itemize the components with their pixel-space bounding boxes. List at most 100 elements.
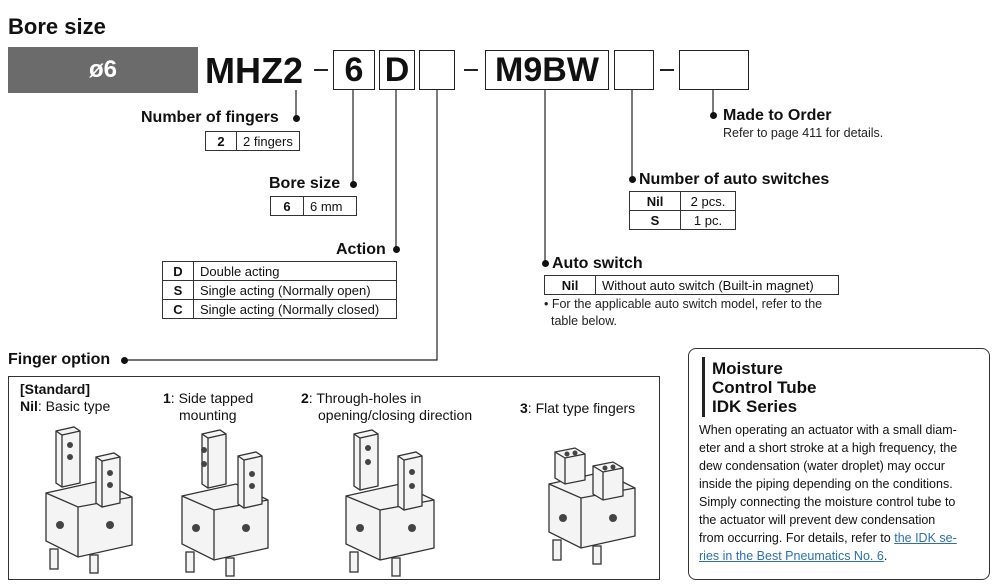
num-switches-code-box: [614, 50, 654, 90]
basic-type-gripper-illustration: [45, 426, 133, 574]
made-to-order-note: Refer to page 411 for details.: [723, 126, 884, 140]
code-cell: Nil: [629, 191, 681, 211]
dash: [660, 69, 674, 71]
through-holes-gripper-illustration: [345, 429, 435, 577]
idk-body-line: Simply connecting the moisture control t…: [699, 495, 956, 509]
option-code: 1: [163, 390, 171, 406]
idk-body-text: from occurring. For details, refer to: [699, 531, 891, 545]
idk-body-line: ries in the Best Pneumatics No. 6.: [699, 547, 981, 565]
code-cell: D: [162, 261, 194, 281]
option-code: 3: [520, 400, 528, 416]
option-desc-cont: mounting: [179, 407, 237, 423]
table-row: S 1 pc.: [629, 210, 736, 230]
option-desc: : Side tapped: [170, 390, 254, 406]
action-table: D Double acting S Single acting (Normall…: [162, 261, 397, 319]
action-label: Action: [336, 241, 386, 258]
table-row: C Single acting (Normally closed): [162, 299, 397, 319]
bore-size-table: 6 6 mm: [270, 196, 357, 216]
standard-heading: [Standard]: [20, 381, 90, 397]
idk-body: When operating an actuator with a small …: [699, 421, 981, 565]
code-cell: S: [162, 280, 194, 300]
table-row: Nil Without auto switch (Built-in magnet…: [544, 275, 839, 295]
auto-switch-label: Auto switch: [552, 255, 643, 272]
leader-dot: [393, 246, 400, 253]
desc-cell: Single acting (Normally closed): [193, 299, 397, 319]
made-to-order-code-box: [679, 50, 749, 90]
idk-title-bar: [702, 357, 705, 417]
option-desc: : Flat type fingers: [527, 400, 636, 416]
idk-link[interactable]: the IDK se-: [894, 531, 957, 545]
idk-body-line: When operating an actuator with a small …: [699, 423, 957, 437]
flat-type-gripper-illustration: [548, 447, 636, 565]
idk-body-line: the actuator will prevent dew condensati…: [699, 513, 936, 527]
idk-title-line: IDK Series: [712, 397, 798, 416]
bore-code-box: 6: [333, 50, 375, 90]
option-text: 1: Side tapped: [163, 390, 253, 407]
option-desc-cont: opening/closing direction: [318, 407, 473, 423]
code-cell: S: [629, 210, 681, 230]
idk-title-line: Moisture: [712, 359, 783, 378]
idk-link-suffix: .: [883, 549, 888, 563]
code-cell: 6: [270, 196, 304, 216]
idk-body-line: inside the piping depending on the condi…: [699, 477, 953, 491]
idk-title-line: Control Tube: [712, 378, 817, 397]
desc-cell: Without auto switch (Built-in magnet): [595, 275, 839, 295]
dash: [314, 69, 328, 71]
desc-cell: 2 fingers: [236, 131, 300, 151]
code-cell: Nil: [544, 275, 596, 295]
finger-option-code-box: [419, 50, 455, 90]
dash: [464, 69, 478, 71]
desc-cell: Single acting (Normally open): [193, 280, 397, 300]
desc-cell: Double acting: [193, 261, 397, 281]
idk-body-line: eter and a short stroke at a high freque…: [699, 441, 958, 455]
side-tapped-gripper-illustration: [181, 429, 269, 577]
table-row: Nil 2 pcs.: [629, 191, 736, 211]
code-cell: C: [162, 299, 194, 319]
idk-body-line: dew condensation (water droplet) may occ…: [699, 459, 945, 473]
table-row: 2 2 fingers: [205, 131, 300, 151]
page-title: Bore size: [8, 14, 106, 39]
table-row: S Single acting (Normally open): [162, 280, 397, 300]
option-text: Nil: Basic type: [20, 398, 110, 415]
option-code: Nil: [20, 398, 38, 414]
leader-dot: [121, 357, 128, 364]
option-code: 2: [301, 390, 309, 406]
number-of-auto-switches-label: Number of auto switches: [639, 171, 830, 188]
desc-cell: 6 mm: [303, 196, 357, 216]
leader-dot: [542, 260, 549, 267]
desc-cell: 1 pc.: [680, 210, 736, 230]
auto-switch-table: Nil Without auto switch (Built-in magnet…: [544, 275, 839, 295]
bore-value-banner: ø6: [8, 47, 198, 93]
finger-option-2: 2: Through-holes in opening/closing dire…: [301, 390, 472, 424]
idk-link-cont[interactable]: ries in the Best Pneumatics No. 6: [699, 549, 884, 563]
table-row: 6 6 mm: [270, 196, 357, 216]
finger-option-1: 1: Side tapped mounting: [163, 390, 253, 424]
leader-dot: [293, 115, 300, 122]
switch-code-box: M9BW: [485, 50, 609, 90]
auto-switch-note-line1: • For the applicable auto switch model, …: [544, 297, 823, 311]
leader-dot: [350, 181, 357, 188]
idk-info-panel: [688, 348, 990, 580]
leader-dot: [629, 176, 636, 183]
made-to-order-label: Made to Order: [723, 107, 832, 124]
number-of-auto-switches-table: Nil 2 pcs. S 1 pc.: [629, 191, 736, 230]
option-desc: : Through-holes in: [308, 390, 422, 406]
model-series: MHZ2: [205, 50, 303, 91]
finger-option-panel: [8, 376, 660, 580]
number-of-fingers-label: Number of fingers: [141, 109, 279, 126]
auto-switch-note-line2: table below.: [551, 314, 618, 328]
finger-option-3: 3: Flat type fingers: [520, 400, 635, 417]
leader-dot: [710, 112, 717, 119]
bore-size-label: Bore size: [269, 175, 341, 192]
option-desc: : Basic type: [37, 398, 111, 414]
option-text: 3: Flat type fingers: [520, 400, 635, 417]
idk-body-line: from occurring. For details, refer to th…: [699, 529, 981, 547]
action-code-box: D: [379, 50, 415, 90]
finger-option-label: Finger option: [8, 351, 111, 368]
code-cell: 2: [205, 131, 237, 151]
number-of-fingers-table: 2 2 fingers: [205, 131, 300, 151]
table-row: D Double acting: [162, 261, 397, 281]
desc-cell: 2 pcs.: [680, 191, 736, 211]
finger-option-nil: [Standard] Nil: Basic type: [20, 381, 110, 415]
